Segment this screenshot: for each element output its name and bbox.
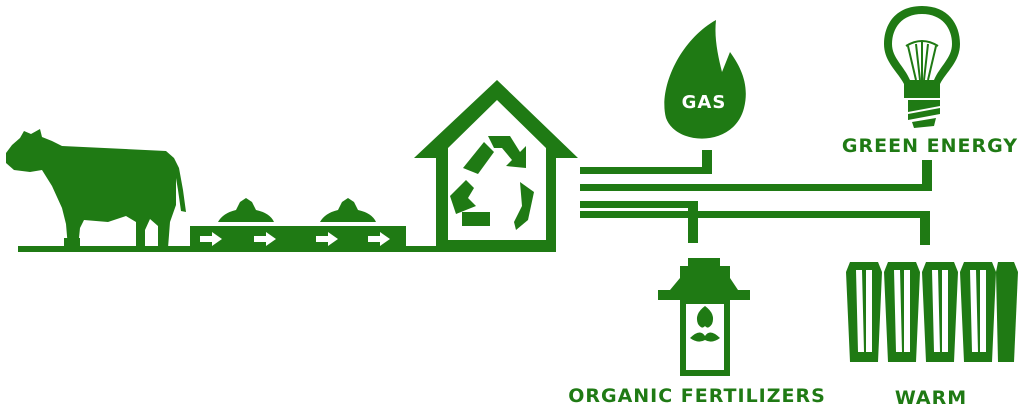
manure-conveyor-icon (190, 198, 406, 252)
pipe-warm (580, 211, 930, 218)
gas-flame-icon (664, 20, 746, 139)
pipe-fertilizer (580, 201, 698, 208)
gas-label: GAS (682, 92, 727, 113)
light-bulb-icon (884, 6, 960, 128)
connector-gas (702, 150, 712, 174)
organic-fertilizers-label: ORGANIC FERTILIZERS (568, 385, 826, 407)
pipe-gas (580, 167, 712, 174)
green-energy-label: GREEN ENERGY (842, 135, 1018, 157)
recycle-house-icon (414, 80, 578, 250)
warm-label: WARM (895, 387, 967, 409)
pipe-energy (580, 184, 932, 191)
connector-warm (920, 211, 930, 245)
connector-energy (922, 160, 932, 191)
fertilizer-tank-icon (658, 258, 750, 376)
radiator-icon (846, 262, 1018, 362)
cow-icon (6, 129, 186, 248)
connector-fertilizer (688, 201, 698, 243)
